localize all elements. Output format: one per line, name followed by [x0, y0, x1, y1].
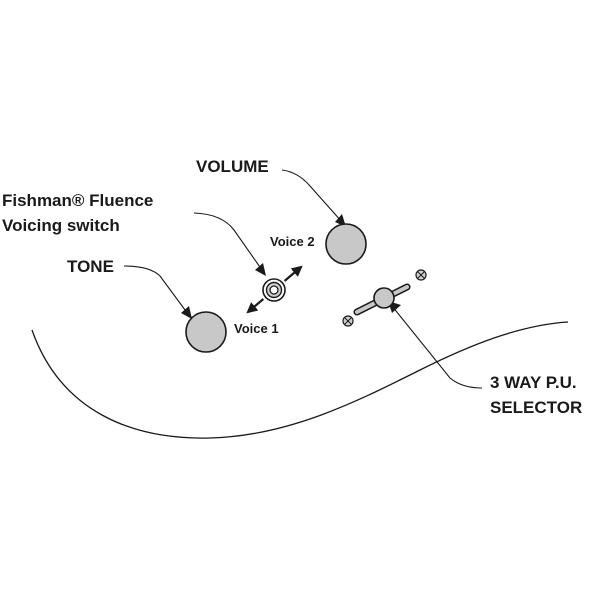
tone-label: TONE: [67, 257, 114, 276]
pickup-selector-switch[interactable]: [353, 283, 411, 316]
fishman-leader-line: [193, 212, 263, 271]
selector-screw-left: [342, 315, 354, 327]
selector-leader-line: [391, 305, 483, 389]
fishman-label-line2: Voicing switch: [2, 216, 120, 235]
voicing-switch-front[interactable]: [262, 278, 286, 302]
voice1-label: Voice 1: [234, 321, 279, 336]
fishman-leader-arrowhead: [255, 263, 266, 276]
volume-leader-line: [281, 169, 343, 223]
voice2-label: Voice 2: [270, 234, 315, 249]
selector-label-line2: SELECTOR: [490, 398, 583, 417]
tone-knob[interactable]: [185, 311, 227, 353]
selector-label-line1: 3 WAY P.U.: [490, 373, 577, 392]
guitar-body-outline: [31, 321, 569, 439]
volume-knob[interactable]: [325, 223, 367, 265]
fishman-label-line1: Fishman® Fluence: [2, 191, 154, 210]
tone-leader-line: [123, 265, 189, 315]
tone-leader-arrowhead: [181, 306, 192, 319]
selector-screw-right: [415, 269, 427, 281]
volume-label: VOLUME: [196, 157, 269, 176]
